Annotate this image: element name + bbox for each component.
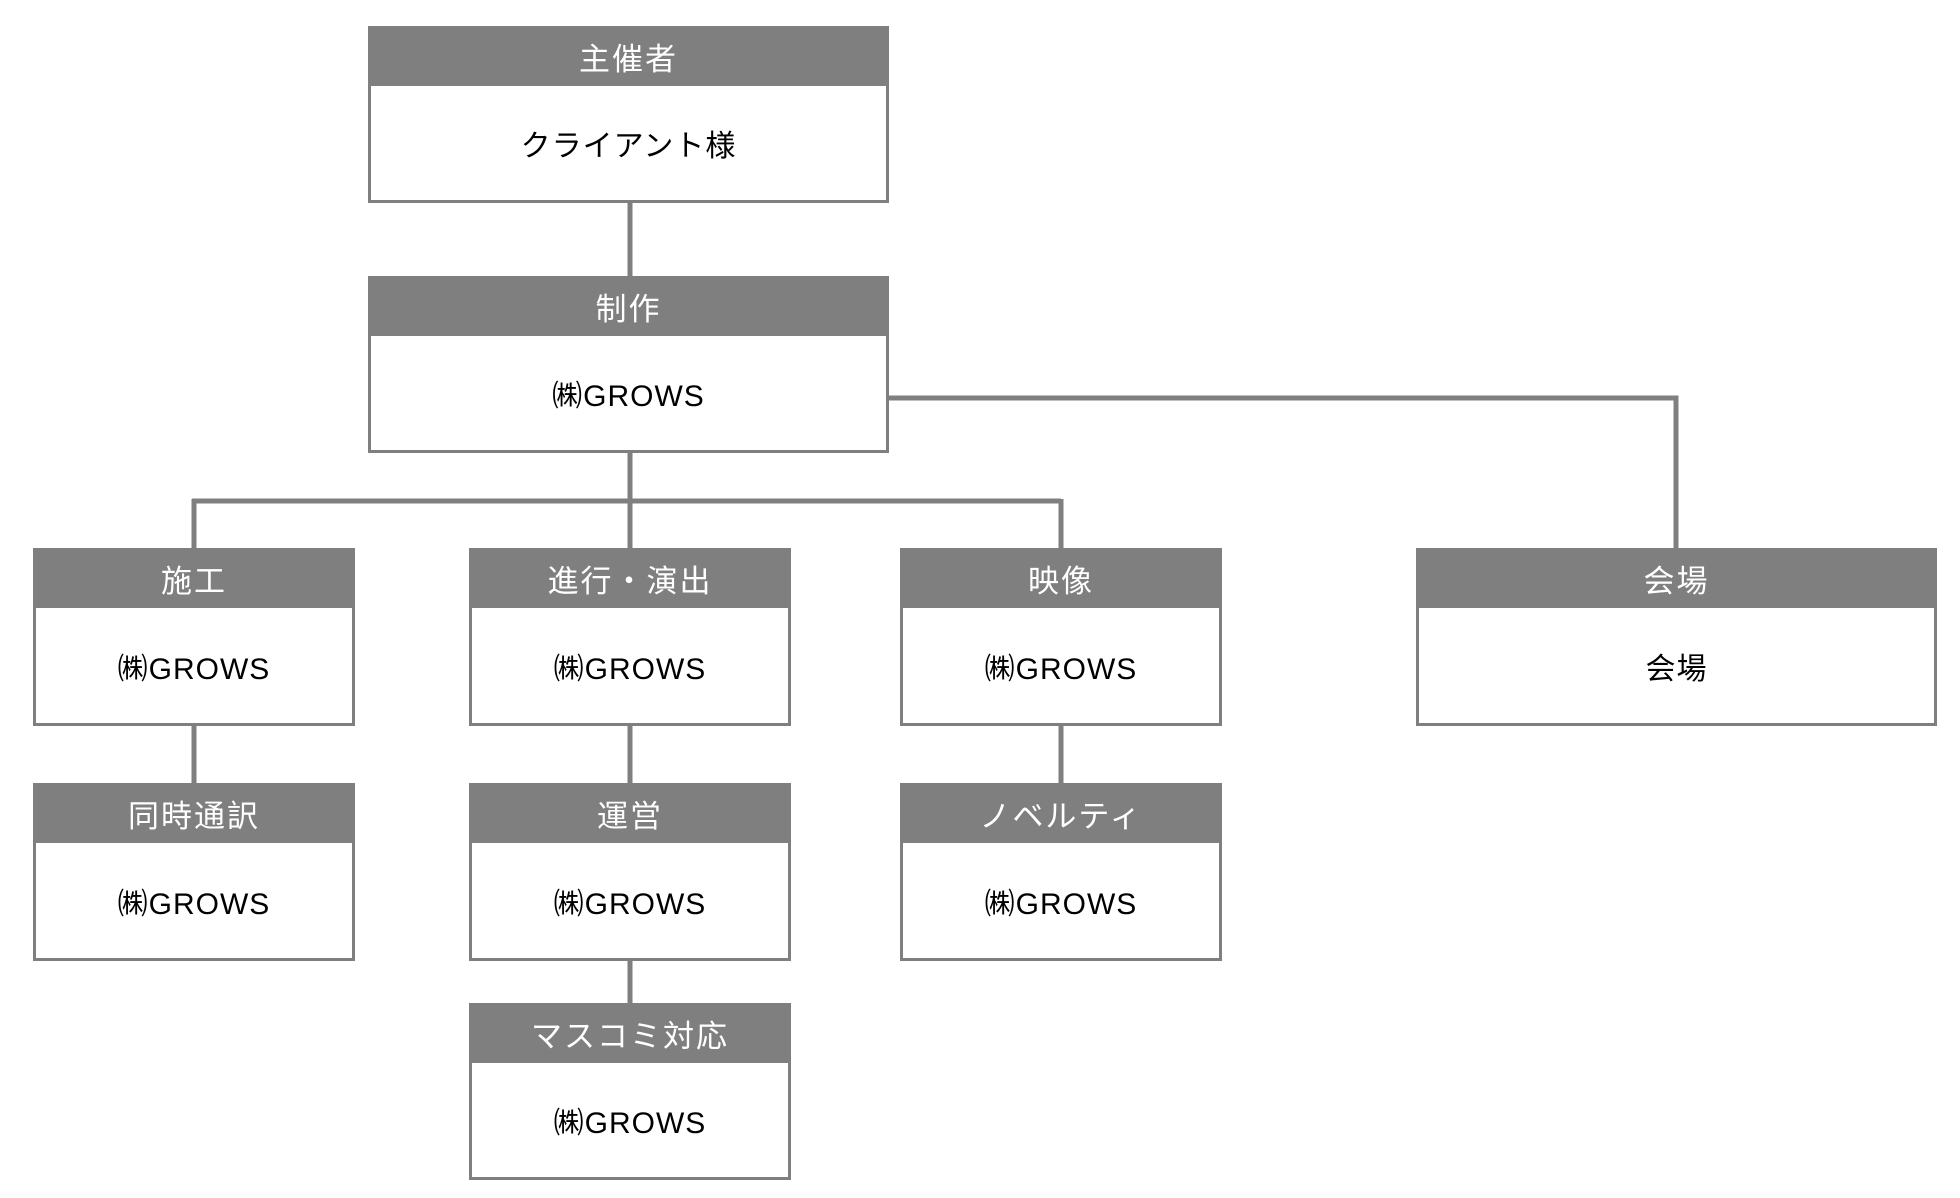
org-node-production: 制作 ㈱GROWS <box>368 276 889 453</box>
org-node-media: マスコミ対応 ㈱GROWS <box>469 1003 791 1180</box>
connector-production-venue <box>887 395 1679 550</box>
node-body-construction: ㈱GROWS <box>117 652 271 686</box>
node-body-operation: ㈱GROWS <box>553 887 707 921</box>
node-body-media: ㈱GROWS <box>553 1107 707 1140</box>
node-body-novelty: ㈱GROWS <box>984 887 1138 921</box>
node-title-interpretation: 同時通訳 <box>33 783 355 843</box>
org-node-direction: 進行・演出 ㈱GROWS <box>469 548 791 726</box>
node-title-novelty: ノベルティ <box>900 783 1222 843</box>
node-body-venue: 会場 <box>1645 652 1708 686</box>
node-title-direction: 進行・演出 <box>469 548 791 608</box>
node-title-media: マスコミ対応 <box>469 1003 791 1063</box>
node-body-organizer: クライアント様 <box>520 130 737 163</box>
node-title-production: 制作 <box>368 276 889 336</box>
node-title-construction: 施工 <box>33 548 355 608</box>
org-node-organizer: 主催者 クライアント様 <box>368 26 889 203</box>
node-title-operation: 運営 <box>469 783 791 843</box>
org-node-operation: 運営 ㈱GROWS <box>469 783 791 961</box>
org-node-video: 映像 ㈱GROWS <box>900 548 1222 726</box>
node-title-venue: 会場 <box>1416 548 1937 608</box>
org-node-construction: 施工 ㈱GROWS <box>33 548 355 726</box>
node-body-interpretation: ㈱GROWS <box>117 887 271 921</box>
node-body-video: ㈱GROWS <box>984 652 1138 686</box>
org-node-novelty: ノベルティ ㈱GROWS <box>900 783 1222 961</box>
node-body-production: ㈱GROWS <box>552 380 705 413</box>
node-title-organizer: 主催者 <box>368 26 889 86</box>
node-body-direction: ㈱GROWS <box>553 652 707 686</box>
node-title-video: 映像 <box>900 548 1222 608</box>
org-node-venue: 会場 会場 <box>1416 548 1937 726</box>
org-node-interpretation: 同時通訳 ㈱GROWS <box>33 783 355 961</box>
